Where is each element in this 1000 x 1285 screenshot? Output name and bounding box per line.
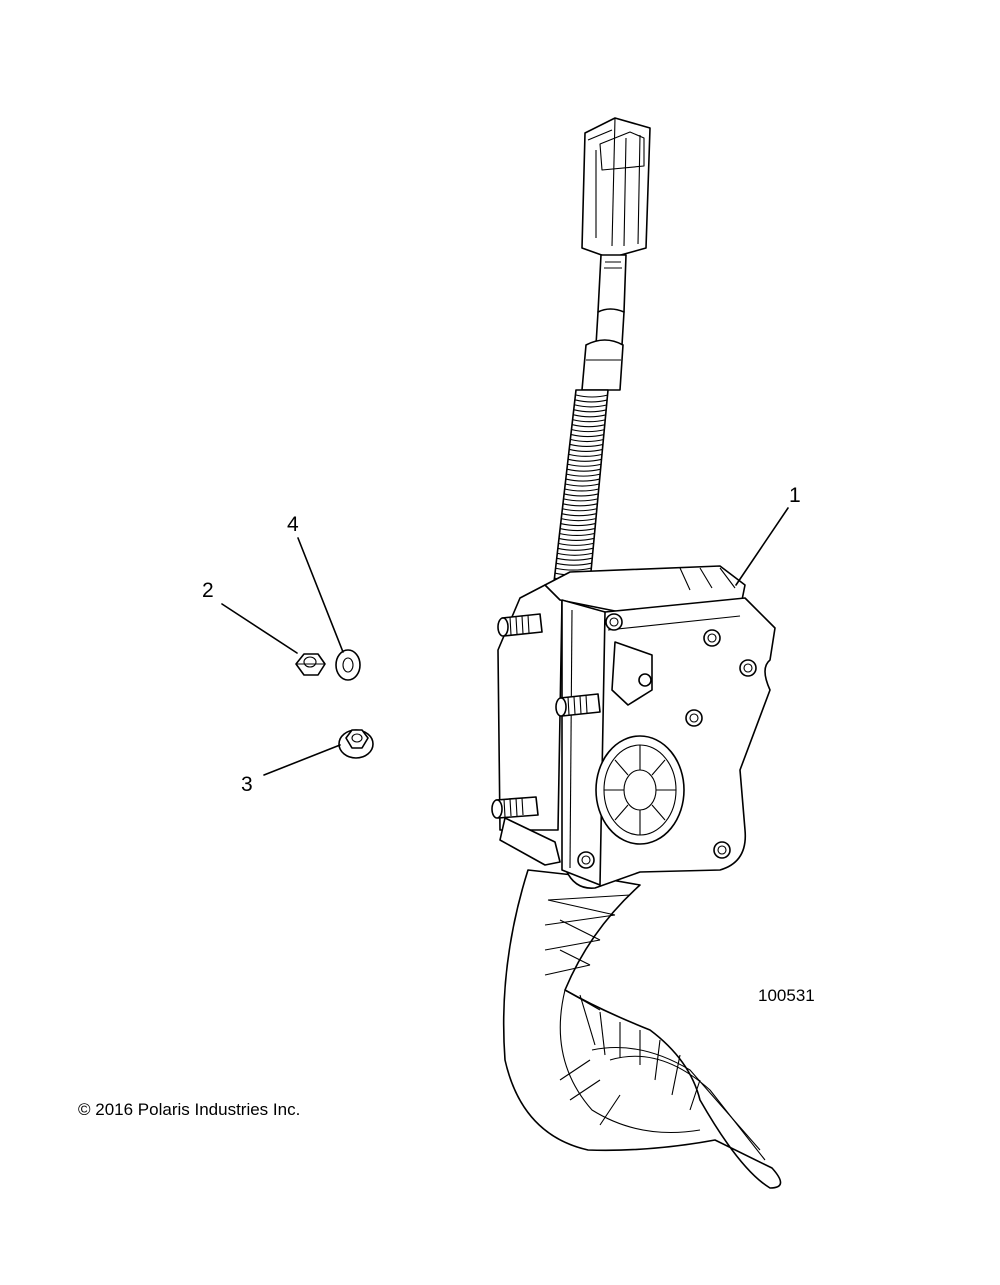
stud-middle — [555, 693, 601, 717]
stud-upper — [497, 613, 543, 637]
pedal-truss-rib — [569, 1079, 601, 1101]
conduit-rib — [555, 562, 592, 566]
conduit-rib — [572, 419, 606, 423]
conduit-rib — [573, 414, 607, 418]
conduit-rib — [560, 523, 596, 527]
pedal-truss-rib — [544, 939, 601, 951]
pedal-truss-rib — [547, 899, 616, 916]
pedal-truss-rib — [559, 919, 601, 941]
conduit-rib — [569, 448, 603, 452]
conduit-rib — [566, 473, 601, 477]
conduit-rib — [561, 518, 596, 522]
conduit-rib — [568, 458, 602, 462]
conduit-rib — [556, 557, 593, 561]
pedal-truss-rib — [599, 1094, 621, 1126]
pedal-truss-rib — [599, 1011, 606, 1056]
pedal-truss-rib — [654, 1039, 661, 1081]
conduit-rib — [558, 542, 594, 546]
drawing-number: 100531 — [758, 986, 815, 1005]
conduit-rib — [571, 434, 605, 438]
callout-3: 3 — [241, 773, 253, 796]
callout-4: 4 — [287, 513, 299, 536]
conduit-rib — [566, 468, 601, 472]
copyright-notice: © 2016 Polaris Industries Inc. — [78, 1100, 300, 1119]
conduit-rib — [556, 552, 593, 556]
conduit-rib — [559, 532, 595, 537]
conduit-rib — [565, 478, 600, 482]
conduit-rib — [571, 429, 605, 433]
hex-nut — [295, 653, 326, 676]
conduit-rib — [568, 453, 603, 457]
callout-1: 1 — [789, 484, 801, 507]
conduit-rib — [569, 443, 604, 448]
pedal-truss-rib — [579, 994, 596, 1046]
conduit-rib — [564, 488, 599, 492]
conduit-rib — [574, 404, 608, 408]
conduit-rib — [562, 503, 598, 507]
pedal-truss-rib — [544, 964, 591, 976]
flange-nut — [338, 729, 374, 759]
harness-tube — [581, 254, 627, 391]
conduit-rib — [575, 399, 608, 403]
pedal-truss-rib — [559, 949, 591, 966]
conduit-rib — [562, 508, 597, 512]
conduit-rib — [572, 424, 606, 428]
pedal-truss-rib — [559, 1059, 591, 1081]
pedal-truss-rib — [689, 1079, 701, 1111]
conduit-rib — [570, 438, 604, 443]
electrical-connector — [581, 117, 651, 259]
callout-2: 2 — [202, 579, 214, 602]
pedal-truss-rib — [547, 894, 631, 901]
conduit-rib — [567, 463, 602, 467]
conduit-rib — [563, 498, 598, 502]
conduit-rib — [561, 513, 597, 517]
conduit-rib — [575, 394, 609, 398]
conduit-rib — [565, 483, 600, 487]
conduit-rib — [574, 409, 607, 413]
stud-lower — [491, 796, 539, 819]
conduit-rib — [559, 528, 595, 532]
pedal-truss-rib — [671, 1054, 681, 1096]
conduit-rib — [558, 537, 595, 541]
conduit-rib — [563, 493, 599, 497]
pedal-arm — [502, 869, 782, 1189]
conduit-rib — [557, 547, 594, 551]
pedal-sensor-housing — [497, 565, 776, 889]
leader-lines — [221, 507, 789, 776]
flat-washer — [335, 649, 361, 681]
pedal-truss-rib — [564, 989, 601, 1011]
corrugated-conduit — [553, 389, 609, 583]
pedal-truss-rib — [544, 914, 616, 926]
conduit-rib — [555, 567, 592, 571]
